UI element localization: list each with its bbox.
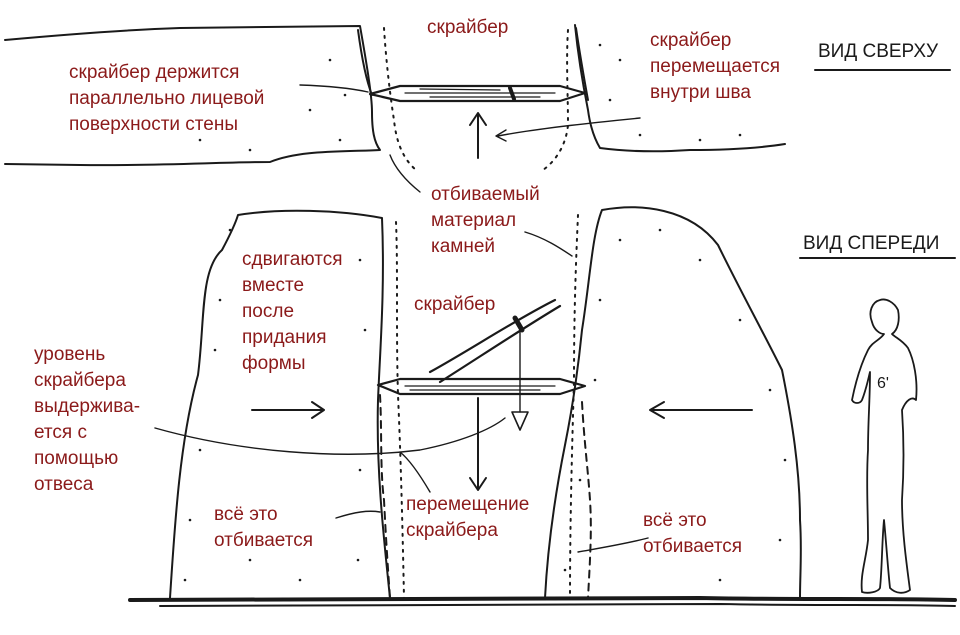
- pointer-parallel: [299, 84, 369, 93]
- top-left-stone-outline: [4, 25, 381, 167]
- label-scriber-moves: скрайбер перемещается внутри шва: [650, 30, 781, 103]
- pointer-removed-material: [389, 154, 421, 193]
- top-right-stone-outline: [574, 24, 786, 153]
- top-left-dotted-line: [383, 27, 417, 171]
- direction-arrow-down: [469, 397, 487, 491]
- label-scriber-front: скрайбер: [414, 294, 496, 315]
- arrow-left-stone: [251, 401, 325, 419]
- front-right-stone-outline: [544, 206, 802, 599]
- top-right-dotted-line: [539, 29, 569, 173]
- pointer-scriber-moves: [495, 117, 641, 142]
- scriber-top-inner: [404, 88, 556, 98]
- scriber-front-wrap: [512, 315, 525, 333]
- person-silhouette: [851, 298, 918, 594]
- scriber-top-view: [368, 84, 587, 103]
- plumb-bob: [511, 411, 529, 431]
- label-scriber-parallel: скрайбер держится параллельно лицевой по…: [69, 62, 265, 135]
- top-view-title: ВИД СВЕРХУ: [818, 41, 939, 62]
- scriber-front-diagonal: [428, 298, 562, 384]
- direction-arrow-top: [469, 112, 487, 159]
- front-right-dashed-cut: [581, 401, 592, 599]
- stone-stipple: [183, 43, 787, 582]
- label-removed-right: всё это отбивается: [643, 510, 743, 557]
- scriber-top-knot: [508, 86, 516, 101]
- pointer-removed-material-front: [524, 231, 573, 257]
- top-right-seam-edge: [575, 27, 589, 101]
- scriber-front-inner: [404, 385, 556, 391]
- label-removed-material: отбиваемый материал камней: [431, 184, 540, 257]
- front-view-title: ВИД СПЕРЕДИ: [803, 233, 940, 254]
- label-scriber-movement: перемещение скрайбера: [406, 494, 530, 541]
- label-plumb-level: уровень скрайбера выдержива- ется с помо…: [34, 344, 141, 495]
- ground-line-lower: [159, 603, 956, 607]
- front-left-stone-outline: [169, 209, 391, 599]
- front-left-dotted-line: [395, 221, 405, 599]
- front-left-dashed-cut: [379, 394, 391, 599]
- label-removed-left: всё это отбивается: [214, 504, 314, 551]
- pointer-removed-right: [577, 537, 649, 553]
- ground-line: [128, 596, 957, 602]
- label-scriber-top: скрайбер: [427, 17, 509, 38]
- front-right-dotted-line: [569, 214, 579, 599]
- pointer-scriber-movement: [399, 451, 431, 493]
- arrow-right-stone: [649, 401, 753, 419]
- scriber-front-horizontal: [376, 377, 587, 396]
- label-shifted-together: сдвигаются вместе после придания формы: [242, 249, 343, 374]
- pointer-plumb-level: [154, 417, 506, 455]
- person-height-label: 6': [877, 375, 889, 392]
- top-left-seam-edge: [357, 29, 373, 96]
- pointer-removed-left: [335, 510, 381, 519]
